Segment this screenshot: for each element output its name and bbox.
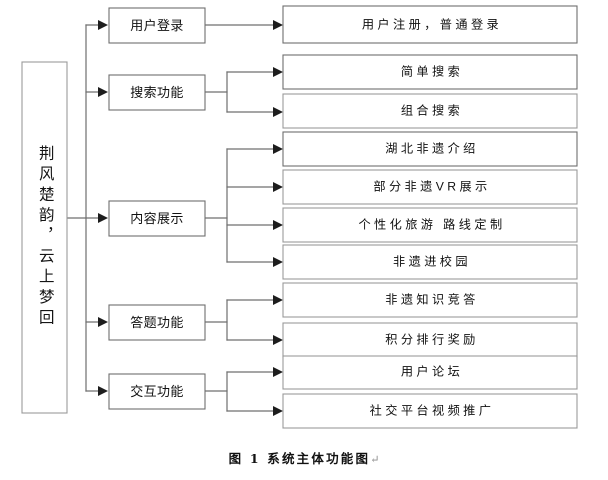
leaf-box-11[interactable] [282,393,578,429]
node-branch-1[interactable]: 用户登录 [108,7,206,44]
leaf-label-4: 湖北非遗介绍 [385,141,479,156]
node-branch-5[interactable]: 交互功能 [108,373,206,410]
leaf-label-2: 简单搜索 [401,64,463,79]
branch-label-3: 内容展示 [130,211,184,226]
node-leaf-8[interactable]: 非遗知识竞答 [282,282,578,318]
node-branch-3[interactable]: 内容展示 [108,200,206,237]
branch-label-1: 用户登录 [130,18,184,33]
node-root[interactable] [21,61,68,414]
node-leaf-11[interactable]: 社交平台视频推广 [282,393,578,429]
leaf-box-7[interactable] [282,244,578,280]
leaf-box-5[interactable] [282,169,578,205]
arrowhead-branch-5 [98,386,108,396]
node-leaf-3[interactable]: 组合搜索 [282,93,578,129]
arrowhead-leaf-10 [273,367,283,377]
leaf-box-1[interactable] [282,5,578,44]
leaf-box-3[interactable] [282,93,578,129]
node-leaf-10[interactable]: 用户论坛 [282,355,578,390]
figure-caption-text: 图 1 系统主体功能图 [228,451,371,466]
leaf-label-5: 部分非遗VR展示 [373,179,490,194]
arrowhead-leaf-3 [273,107,283,117]
leaf-label-11: 社交平台视频推广 [370,403,495,418]
leaf-label-9: 积分排行奖励 [385,333,479,347]
paragraph-mark-icon: ↵ [370,453,380,466]
leaf-label-6: 个性化旅游 路线定制 [358,217,505,232]
arrowhead-leaf-1 [273,20,283,30]
leaf-box-2[interactable] [282,54,578,90]
leaf-box-9[interactable] [282,322,578,358]
leaf-label-3: 组合搜索 [401,103,463,118]
branch-box-2[interactable] [108,74,206,111]
node-leaf-2[interactable]: 简单搜索 [282,54,578,90]
figure-caption: 图 1 系统主体功能图↵ [0,448,608,467]
branch-label-5: 交互功能 [130,384,184,399]
branch-label-2: 搜索功能 [130,85,184,100]
leaf-label-1: 用户注册，普通登录 [362,17,502,32]
leaf-label-10: 用户论坛 [401,364,463,379]
branch-box-3[interactable] [108,200,206,237]
arrowhead-branch-1 [98,20,108,30]
node-leaf-1[interactable]: 用户注册，普通登录 [282,5,578,44]
arrowhead-leaf-2 [273,67,283,77]
node-branch-2[interactable]: 搜索功能 [108,74,206,111]
leaf-box-6[interactable] [282,207,578,243]
branch-box-5[interactable] [108,373,206,410]
arrowhead-leaf-5 [273,182,283,192]
arrowhead-leaf-11 [273,406,283,416]
arrowhead-leaf-4 [273,144,283,154]
leaf-label-8: 非遗知识竞答 [385,292,479,307]
node-leaf-5[interactable]: 部分非遗VR展示 [282,169,578,205]
branch-label-4: 答题功能 [130,315,184,330]
arrowhead-leaf-7 [273,257,283,267]
node-leaf-6[interactable]: 个性化旅游 路线定制 [282,207,578,243]
arrowhead-branch-4 [98,317,108,327]
arrowhead-leaf-9 [273,335,283,345]
leaf-label-7: 非遗进校园 [393,254,471,269]
node-branch-4[interactable]: 答题功能 [108,304,206,341]
arrowhead-branch-2 [98,87,108,97]
leaf-box-10[interactable] [282,355,578,390]
branch-box-4[interactable] [108,304,206,341]
leaf-box-4[interactable] [282,131,578,167]
root-box[interactable] [21,61,68,414]
node-leaf-9[interactable]: 积分排行奖励 [282,322,578,358]
connector-layer [65,24,279,412]
arrowhead-branch-3 [98,213,108,223]
node-leaf-4[interactable]: 湖北非遗介绍 [282,131,578,167]
arrowhead-leaf-8 [273,295,283,305]
leaf-box-8[interactable] [282,282,578,318]
arrowhead-layer [98,20,283,416]
node-leaf-7[interactable]: 非遗进校园 [282,244,578,280]
arrowhead-leaf-6 [273,220,283,230]
branch-box-1[interactable] [108,7,206,44]
